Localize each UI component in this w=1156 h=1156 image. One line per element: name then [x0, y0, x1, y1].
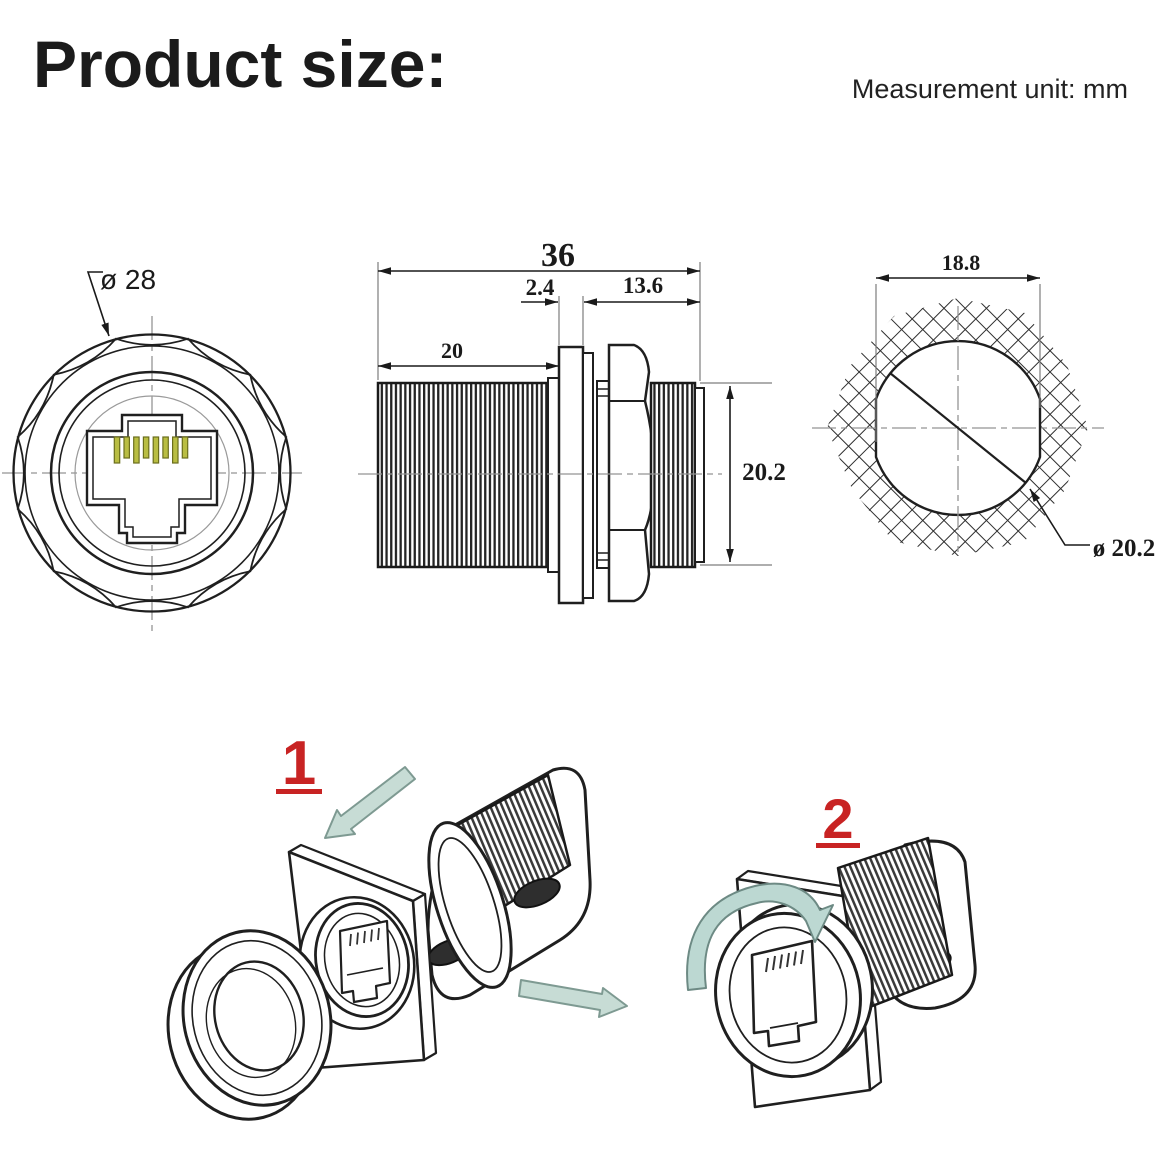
hex-nut-hole-depth [205, 967, 297, 1079]
rj45-jack-inner-outline [92, 420, 212, 538]
dim-nut-label: 13.6 [623, 273, 663, 298]
dim-hole-label: ø 20.2 [1093, 535, 1156, 562]
install-step-1-illustration: 1 [166, 729, 628, 1121]
left-thread-section [376, 381, 550, 569]
knurl-facets [16, 337, 288, 609]
gasket-ribs [597, 388, 609, 561]
housing-slot [513, 877, 561, 909]
step-1-underline [276, 789, 322, 794]
dim-flange-label: 2.4 [526, 275, 555, 300]
front-view-drawing: ø 28 [2, 264, 302, 632]
jack-face [750, 939, 818, 1048]
bezel-front-inner [728, 926, 848, 1064]
washer [582, 352, 594, 599]
thread-neck [547, 377, 560, 573]
hex-nut-chamfer [191, 939, 323, 1097]
side-view-drawing: 36 2.4 13.6 20 20.2 [358, 237, 786, 605]
jack-pins [349, 927, 380, 947]
flange [557, 345, 585, 605]
bezel-ring-inner [323, 912, 401, 1008]
extension-lines [377, 262, 772, 566]
barrel-ring [49, 370, 255, 576]
right-thread-section [649, 381, 697, 569]
diameter-leader [86, 271, 110, 337]
rj45-jack-outline [85, 413, 219, 545]
dim-height-label: 20.2 [742, 459, 786, 486]
jack-pins [765, 949, 804, 973]
front-diameter-label: ø 28 [100, 264, 156, 295]
jack-step-line [346, 967, 384, 976]
dim-total-label: 36 [541, 237, 575, 274]
hex-nut-facet-lines [609, 400, 645, 531]
page-title: Product size: [33, 27, 448, 101]
hex-nut-profile [607, 343, 656, 603]
direction-arrow-icon [518, 979, 628, 1018]
flange-ring-inner [437, 837, 503, 973]
outer-ring [12, 333, 292, 613]
dim-thread-label: 20 [441, 338, 463, 363]
install-step-2-illustration: 2 [686, 787, 977, 1109]
rotate-arrow-icon [686, 882, 834, 991]
step-2-label: 2 [822, 787, 853, 850]
rj45-pins [113, 436, 189, 464]
jack-step-line [769, 1022, 799, 1029]
dim-flats-label: 18.8 [942, 250, 981, 275]
hole-diameter-leader [1029, 488, 1090, 546]
jack-face [338, 919, 392, 1004]
step-2-underline [816, 843, 860, 848]
measurement-unit-note: Measurement unit: mm [851, 74, 1128, 104]
thread-end-cap [694, 387, 705, 563]
nut-inner-ring [24, 345, 280, 601]
bore-ring [58, 379, 246, 567]
step-1-label: 1 [282, 729, 316, 798]
cutout-extension-lines [875, 284, 1041, 442]
socket-ring [74, 395, 230, 551]
flange-ring [427, 821, 513, 989]
hole-diagonal [889, 372, 1027, 484]
hex-nut-hole [213, 960, 305, 1072]
panel-cutout-drawing: 18.8 ø 20.2 [812, 250, 1155, 562]
insert-arrow-icon [324, 766, 416, 839]
